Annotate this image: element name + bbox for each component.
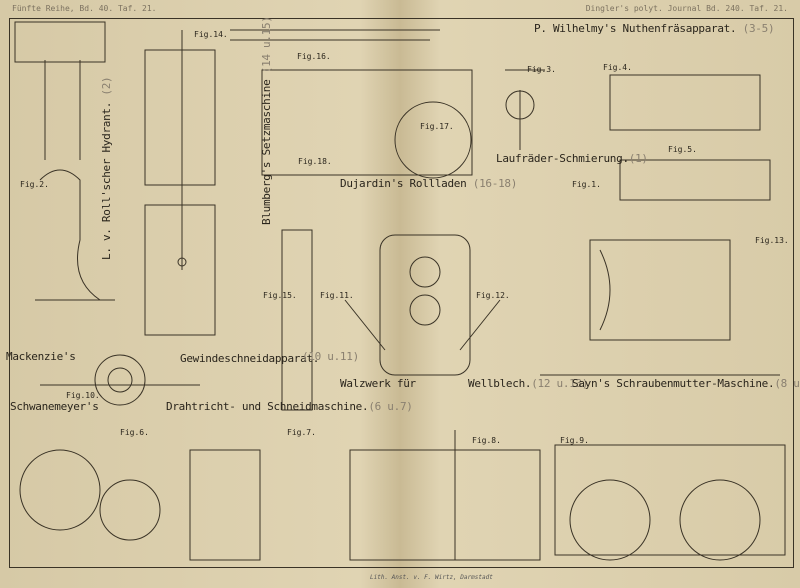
title-roll: L. v. Roll'scher Hydrant. (2): [100, 76, 113, 260]
title-schwanemeyer: Schwanemeyer's: [10, 400, 99, 413]
header-left: Fünfte Reihe, Bd. 40. Taf. 21.: [12, 4, 157, 13]
fig-label: Fig.1.: [572, 180, 601, 189]
fig-label: Fig.12.: [476, 291, 510, 300]
fig-label: Fig.4.: [603, 63, 632, 72]
title-gewinde: Gewindeschneidapparat.: [180, 352, 320, 365]
title-gewinde-num: (10 u.11): [302, 350, 359, 363]
fig-label: Fig.5.: [668, 145, 697, 154]
hydrant-drawing: [14, 21, 115, 301]
title-laufraeder: Laufräder-Schmierung.(1): [496, 152, 648, 165]
plate-frame: [9, 18, 794, 568]
fig-label: Fig.7.: [287, 428, 316, 437]
draht-drawing: [19, 430, 541, 561]
fig-label: Fig.9.: [560, 436, 589, 445]
fig-label: Fig.10.: [66, 391, 100, 400]
gewinde-drawing: [40, 229, 313, 411]
fig-label: Fig.6.: [120, 428, 149, 437]
fig-label: Fig.8.: [472, 436, 501, 445]
schraubenmutter-drawing: [540, 239, 786, 561]
lithographer-credit: Lith. Anst. v. F. Wirtz, Darmstadt: [370, 574, 493, 581]
fig-label: Fig.16.: [297, 52, 331, 61]
setzmaschine-drawing: [144, 30, 216, 336]
title-wellblech: Wellblech.(12 u.13): [468, 377, 589, 390]
header-right: Dingler's polyt. Journal Bd. 240. Taf. 2…: [585, 4, 788, 13]
rollladen-drawing: [230, 29, 473, 179]
walzwerk-drawing: [344, 234, 501, 376]
fig-label: Fig.14.: [194, 30, 228, 39]
fig-label: Fig.11.: [320, 291, 354, 300]
fig-label: Fig.18.: [298, 157, 332, 166]
title-sayn: Sayn's Schraubenmutter-Maschine.(8 u.9): [572, 377, 800, 390]
title-mackenzie: Mackenzie's: [6, 350, 76, 363]
fig-label: Fig.3.: [527, 65, 556, 74]
fig-label: Fig.2.: [20, 180, 49, 189]
title-draht: Drahtricht- und Schneidmaschine.(6 u.7): [166, 400, 413, 413]
title-walzwerk: Walzwerk für: [340, 377, 416, 390]
fig-label: Fig.17.: [420, 122, 454, 131]
title-wilhelmy: P. Wilhelmy's Nuthenfräsapparat. (3-5): [534, 22, 775, 35]
title-blumberg: Blumberg's Setzmaschine (14 u.15): [260, 16, 273, 225]
title-dujardin: Dujardin's Rollladen (16-18): [340, 177, 518, 190]
fig-label: Fig.13.: [755, 236, 789, 245]
fig-label: Fig.15.: [263, 291, 297, 300]
nuthenfraes-drawing: [505, 69, 771, 201]
